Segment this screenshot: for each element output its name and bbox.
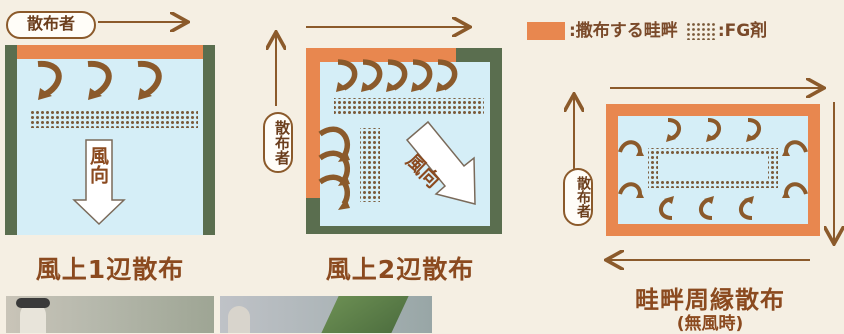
caption-two-side: 風上2辺散布 bbox=[325, 255, 475, 284]
wind-arrow-2 bbox=[405, 120, 476, 205]
wind-arrow-1 bbox=[72, 139, 126, 226]
fg-dots-2a bbox=[334, 98, 484, 116]
panel-two-side-diagram bbox=[262, 0, 502, 234]
legend: :撒布する畦畔 :FG剤 bbox=[527, 18, 844, 44]
caption-one-side: 風上1辺散布 bbox=[35, 255, 185, 284]
curl-heads-2 bbox=[336, 82, 448, 210]
caption-perimeter-sub: (無風時) bbox=[676, 314, 744, 334]
curl-heads-1 bbox=[38, 88, 152, 100]
spreader-label-1: 散布者 bbox=[6, 11, 96, 39]
curl-arrows-1 bbox=[37, 60, 162, 97]
fg-dots-2b bbox=[360, 128, 380, 202]
grass-strip bbox=[321, 296, 409, 333]
photo-right bbox=[220, 296, 432, 333]
legend-bund-label: :撒布する畦畔 bbox=[569, 21, 678, 41]
legend-fg-swatch bbox=[685, 22, 716, 40]
spreader-label-2: 散布者 bbox=[263, 112, 293, 173]
panel-one-side-diagram bbox=[5, 0, 215, 235]
person-figure-2 bbox=[228, 306, 250, 333]
fg-dots-3-inner bbox=[658, 156, 768, 180]
fg-dots-1 bbox=[30, 110, 198, 128]
panel-perimeter-diagram bbox=[560, 60, 844, 270]
legend-fg-label: :FG剤 bbox=[717, 21, 768, 41]
caption-perimeter: 畦畔周縁散布 bbox=[635, 286, 785, 314]
legend-bund-swatch bbox=[527, 22, 565, 40]
curl-heads-3 bbox=[636, 134, 790, 204]
photo-left bbox=[6, 296, 214, 333]
person-cap-1 bbox=[16, 298, 50, 308]
wind-label-1: 風向 bbox=[87, 146, 109, 184]
spreader-label-3: 散布者 bbox=[563, 168, 593, 226]
